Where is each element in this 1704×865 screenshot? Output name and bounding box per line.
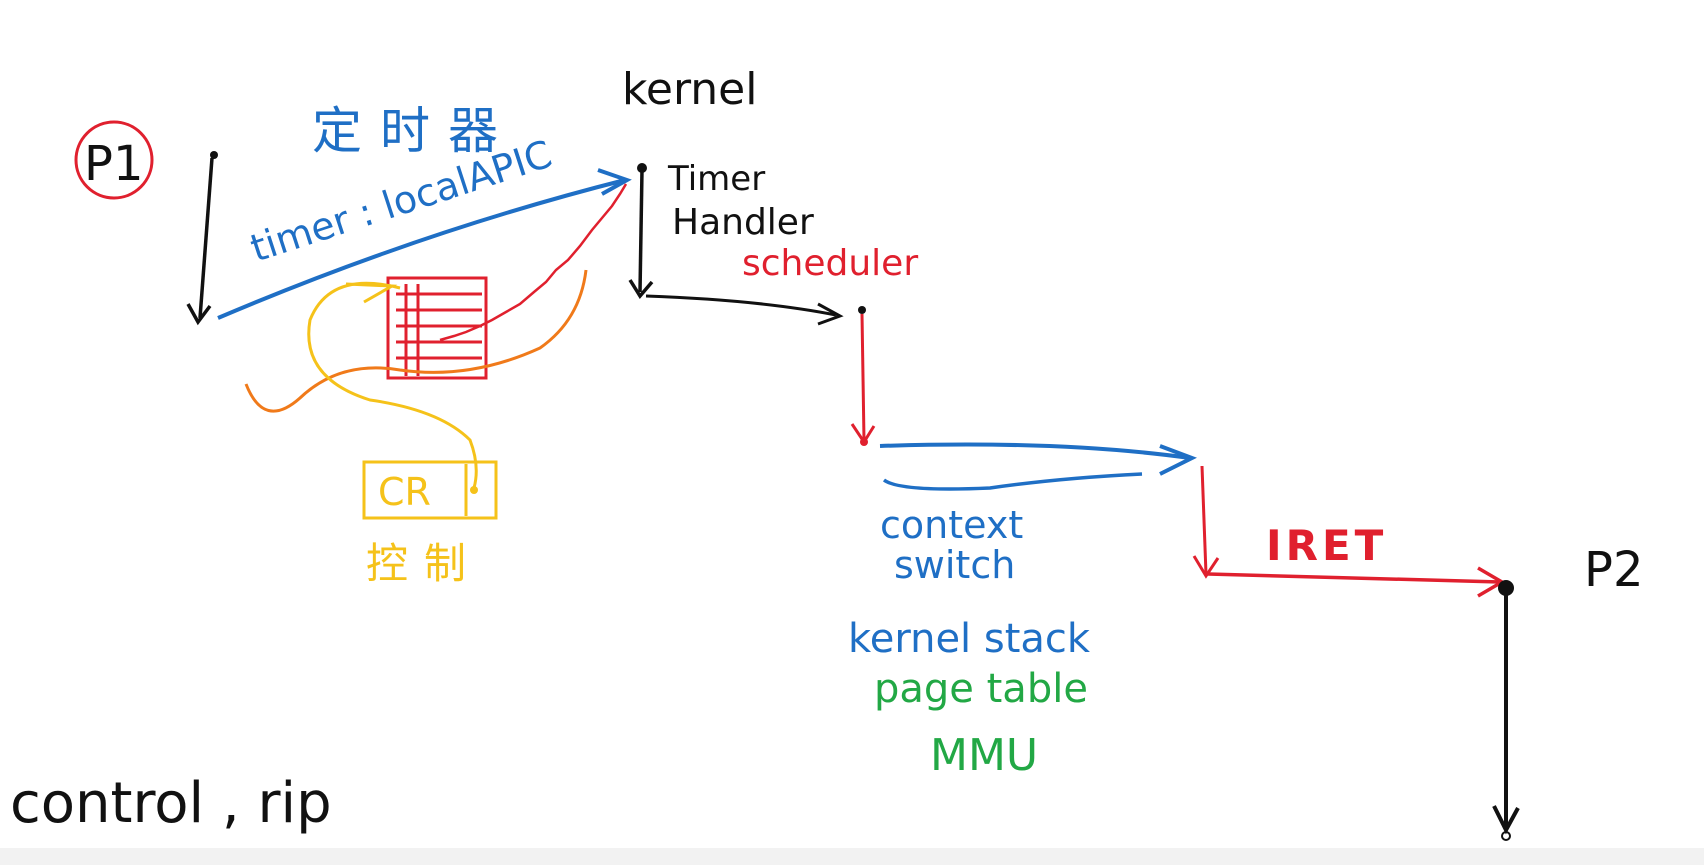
- context-switch-arrowhead: [1159, 444, 1197, 476]
- scheduler-label: scheduler: [742, 243, 918, 284]
- kernel-stack-label: kernel stack: [848, 616, 1091, 662]
- control-rip-label: control , rip: [10, 771, 332, 836]
- bottom-strip: [0, 848, 1704, 865]
- p1-label: P1: [84, 136, 143, 192]
- orange-save-curve: [244, 269, 588, 413]
- iret-down-arrow: [1200, 465, 1208, 575]
- handler-start-dot: [637, 163, 647, 173]
- to-scheduler-arrow: [645, 294, 837, 317]
- context-switch-line1: context: [880, 503, 1023, 547]
- cr-chinese-label: 控制: [366, 539, 482, 588]
- handler-timeline-arrow: [638, 169, 644, 293]
- interrupt-arrowhead: [597, 168, 632, 196]
- handler-save-path: [439, 183, 628, 342]
- cr-box: [362, 460, 498, 520]
- interrupt-arrow: [217, 178, 626, 320]
- p1-start-dot: [210, 151, 218, 159]
- timer-handler-line2: Handler: [672, 202, 814, 243]
- context-switch-line2: switch: [894, 543, 1015, 587]
- timer-handler-line1: Timer: [667, 159, 765, 199]
- to-scheduler-arrowhead: [817, 302, 844, 326]
- cr-label: CR: [378, 470, 431, 514]
- p1-timeline-arrow: [198, 157, 214, 319]
- scheduler-down-arrow: [860, 313, 866, 441]
- timer-chinese-label: 定时器: [312, 102, 516, 160]
- p2-label: P2: [1584, 542, 1643, 598]
- register-file-box: [386, 276, 488, 380]
- page-table-label: page table: [874, 666, 1088, 712]
- mmu-label: MMU: [930, 730, 1038, 781]
- yellow-arrowhead: [345, 282, 398, 304]
- context-switch-arrow: [879, 442, 1191, 460]
- iret-label: IRET: [1266, 521, 1387, 570]
- handler-arrowhead: [628, 279, 654, 299]
- yellow-cr-loop: [307, 281, 478, 489]
- kernel-label: kernel: [622, 64, 757, 115]
- p2-start-dot: [1498, 580, 1514, 596]
- context-switch-brace: [882, 472, 1143, 491]
- p1-arrowhead: [186, 303, 212, 326]
- iret-arrow: [1207, 572, 1501, 584]
- p1-circle: [74, 120, 154, 200]
